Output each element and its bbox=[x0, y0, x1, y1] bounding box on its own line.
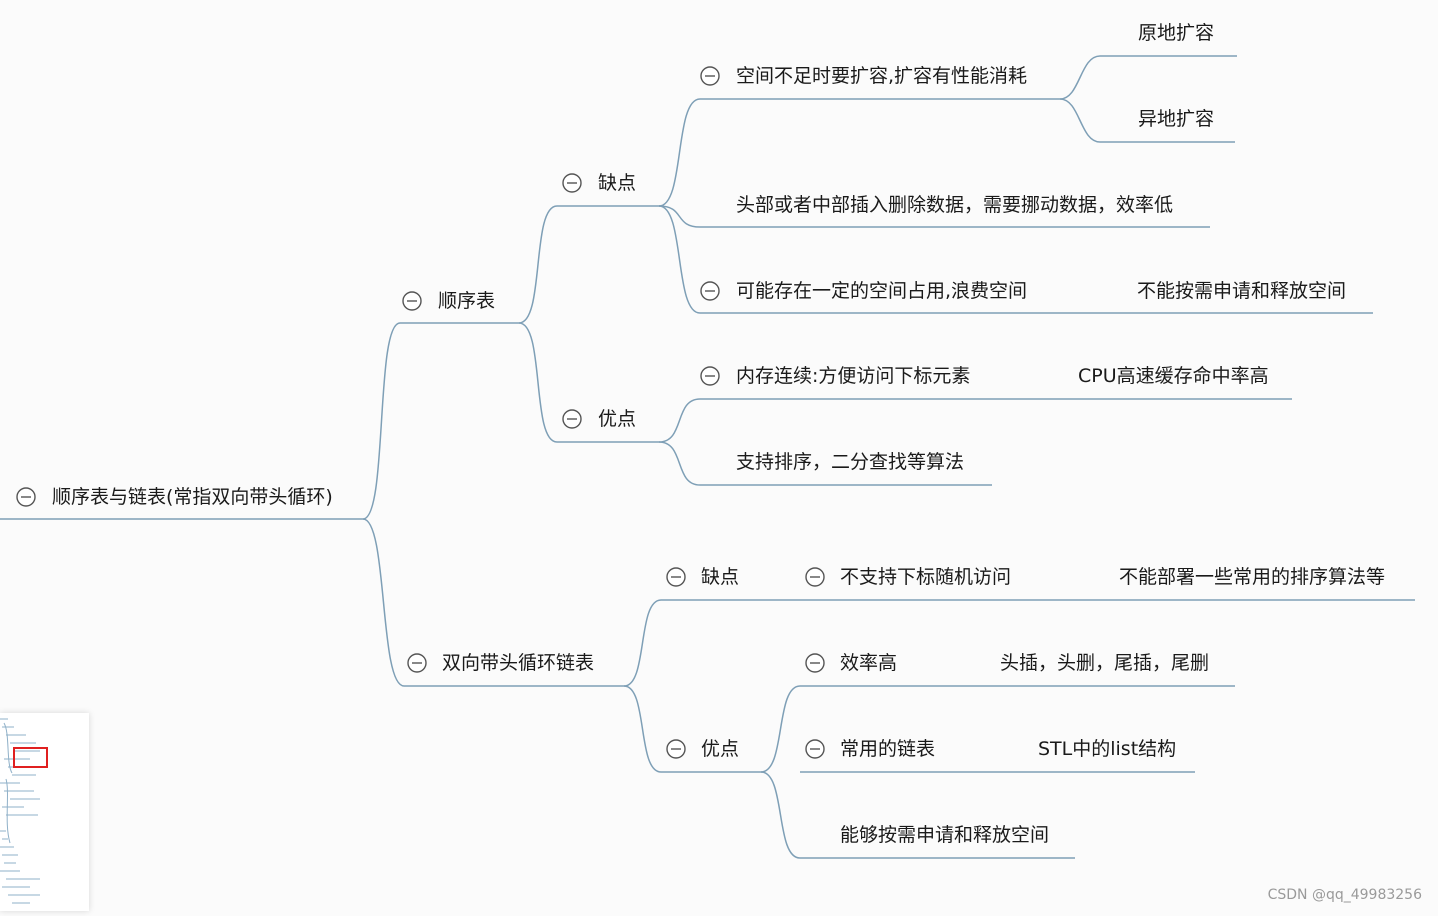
topic-ondemand-alloc[interactable]: 能够按需申请和释放空间 bbox=[840, 824, 1050, 846]
topic-stl-list[interactable]: STL中的list结构 bbox=[1038, 738, 1177, 760]
collapse-minus-icon[interactable] bbox=[407, 653, 427, 673]
topic-seqlist[interactable]: 顺序表 bbox=[438, 290, 496, 312]
topic-expand-cost[interactable]: 空间不足时要扩容,扩容有性能消耗 bbox=[736, 65, 1028, 87]
collapse-minus-icon[interactable] bbox=[700, 66, 720, 86]
topic-expand-inplace[interactable]: 原地扩容 bbox=[1138, 22, 1215, 44]
topic-cache-hit[interactable]: CPU高速缓存命中率高 bbox=[1078, 365, 1269, 387]
collapse-minus-icon[interactable] bbox=[805, 653, 825, 673]
topic-no-ondemand[interactable]: 不能按需申请和释放空间 bbox=[1137, 280, 1347, 302]
collapse-minus-icon[interactable] bbox=[805, 739, 825, 759]
collapse-minus-icon[interactable] bbox=[666, 567, 686, 587]
root-topic[interactable]: 顺序表与链表(常指双向带头循环) bbox=[52, 486, 333, 508]
collapse-minus-icon[interactable] bbox=[562, 173, 582, 193]
topic-no-sort-algorithms[interactable]: 不能部署一些常用的排序算法等 bbox=[1119, 566, 1386, 588]
collapse-minus-icon[interactable] bbox=[700, 281, 720, 301]
topic-contiguous-memory[interactable]: 内存连续:方便访问下标元素 bbox=[736, 365, 971, 387]
collapse-minus-icon[interactable] bbox=[805, 567, 825, 587]
minimap[interactable] bbox=[0, 713, 89, 911]
topic-space-waste[interactable]: 可能存在一定的空间占用,浪费空间 bbox=[736, 280, 1028, 302]
topic-no-random-access[interactable]: 不支持下标随机访问 bbox=[840, 566, 1012, 588]
watermark: CSDN @qq_49983256 bbox=[1267, 887, 1422, 903]
minimap-thumbnail bbox=[0, 718, 44, 904]
topic-expand-relocate[interactable]: 异地扩容 bbox=[1138, 108, 1215, 130]
topic-seqlist-pros[interactable]: 优点 bbox=[598, 408, 637, 430]
topic-sort-search[interactable]: 支持排序，二分查找等算法 bbox=[736, 451, 965, 473]
collapse-minus-icon[interactable] bbox=[16, 487, 36, 507]
collapse-minus-icon[interactable] bbox=[402, 291, 422, 311]
collapse-minus-icon[interactable] bbox=[700, 366, 720, 386]
topic-linked-list[interactable]: 双向带头循环链表 bbox=[442, 652, 595, 674]
topic-seqlist-cons[interactable]: 缺点 bbox=[598, 172, 637, 194]
topic-head-tail-ops[interactable]: 头插，头删，尾插，尾删 bbox=[1000, 652, 1210, 674]
topic-list-pros[interactable]: 优点 bbox=[701, 738, 740, 760]
minimap-viewport-frame[interactable] bbox=[13, 747, 48, 768]
collapse-minus-icon[interactable] bbox=[562, 409, 582, 429]
topic-efficient[interactable]: 效率高 bbox=[840, 652, 898, 674]
collapse-minus-icon[interactable] bbox=[666, 739, 686, 759]
topic-list-cons[interactable]: 缺点 bbox=[701, 566, 740, 588]
topic-common-list[interactable]: 常用的链表 bbox=[840, 738, 936, 760]
topic-insert-cost[interactable]: 头部或者中部插入删除数据，需要挪动数据，效率低 bbox=[736, 194, 1174, 216]
